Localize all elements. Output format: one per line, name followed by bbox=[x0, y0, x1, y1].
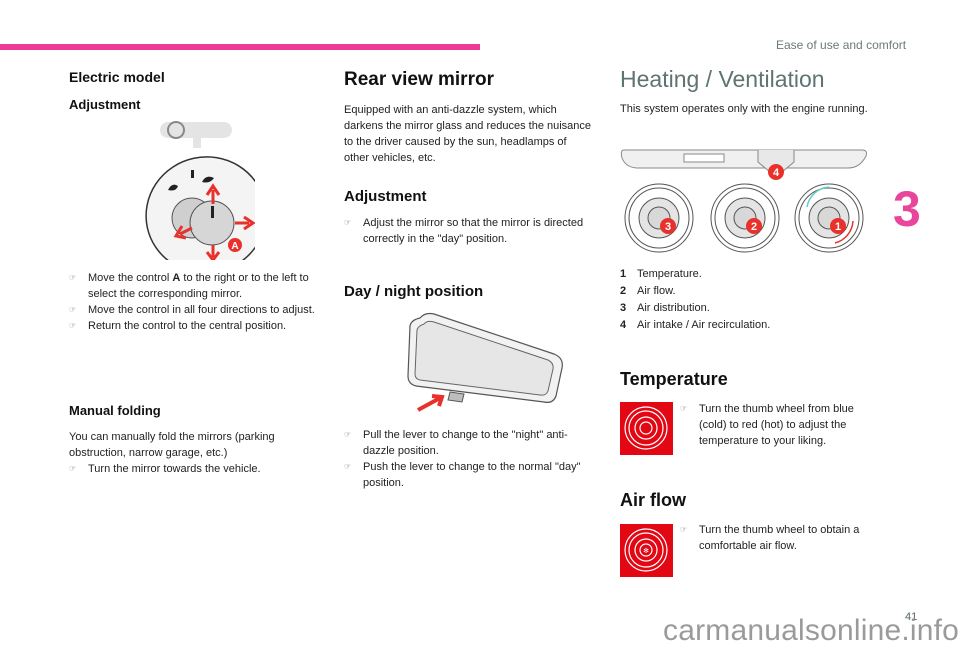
bullet-item: ☞ Move the control A to the right or to … bbox=[69, 272, 309, 300]
bullet-item: ☞ Push the lever to change to the normal… bbox=[344, 461, 581, 489]
callout-2 bbox=[746, 218, 762, 234]
section-title: Ease of use and comfort bbox=[776, 38, 907, 52]
heating-ventilation-title: Heating / Ventilation bbox=[620, 66, 825, 92]
bullet-item: ☞ Adjust the mirror so that the mirror i… bbox=[344, 217, 584, 245]
temperature-instruction: ☞ Turn the thumb wheel from blue (cold) … bbox=[680, 401, 880, 449]
manual-folding-title: Manual folding bbox=[69, 403, 161, 418]
svg-text:3: 3 bbox=[665, 221, 671, 233]
pointing-hand-icon: ☞ bbox=[344, 462, 352, 471]
day-night-title: Day / night position bbox=[344, 283, 484, 300]
pointing-hand-icon: ☞ bbox=[69, 273, 77, 282]
callout-1 bbox=[830, 218, 846, 234]
bullet-item: ☞ Turn the mirror towards the vehicle. bbox=[69, 463, 261, 475]
bullet-item: ☞ Move the control in all four direction… bbox=[69, 304, 315, 316]
heating-ventilation-intro: This system operates only with the engin… bbox=[620, 103, 868, 115]
chapter-number: 3 bbox=[893, 181, 921, 237]
manual-folding-section: Manual folding You can manually fold the… bbox=[69, 403, 324, 477]
pointing-hand-icon: ☞ bbox=[680, 404, 688, 413]
rear-mirror-adjustment-title: Adjustment bbox=[344, 188, 427, 205]
air-flow-instruction: ☞ Turn the thumb wheel to obtain a comfo… bbox=[680, 522, 880, 554]
mirror-control-illustration: A bbox=[145, 121, 255, 260]
bullet-item: ☞ Return the control to the central posi… bbox=[69, 320, 287, 332]
bullet-item: ☞ Pull the lever to change to the "night… bbox=[344, 429, 568, 457]
air-flow-title: Air flow bbox=[620, 490, 686, 510]
pointing-hand-icon: ☞ bbox=[69, 321, 77, 330]
air-flow-wheel-icon: ✻ bbox=[620, 524, 673, 577]
electric-model-title: Electric model bbox=[69, 69, 165, 85]
rear-view-mirror-section: Rear view mirror Equipped with an anti-d… bbox=[344, 69, 594, 300]
pointing-hand-icon: ☞ bbox=[344, 430, 352, 439]
electric-model-section: Electric model Adjustment bbox=[69, 69, 319, 112]
callout-4 bbox=[768, 164, 784, 180]
bullet-item: ☞ Turn the thumb wheel from blue (cold) … bbox=[680, 403, 854, 447]
pointing-hand-icon: ☞ bbox=[680, 525, 688, 534]
pointing-hand-icon: ☞ bbox=[69, 464, 77, 473]
header-accent-bar bbox=[0, 44, 480, 50]
pointing-hand-icon: ☞ bbox=[344, 218, 352, 227]
watermark-link[interactable]: carmanualsonline.info bbox=[663, 614, 960, 647]
svg-text:1: 1 bbox=[835, 221, 841, 233]
svg-text:✻: ✻ bbox=[643, 547, 649, 555]
manual-folding-text: You can manually fold the mirrors (parki… bbox=[69, 431, 275, 459]
rear-view-mirror-title: Rear view mirror bbox=[344, 69, 494, 90]
adjustment-title: Adjustment bbox=[69, 97, 141, 112]
rear-view-mirror-intro: Equipped with an anti-dazzle system, whi… bbox=[344, 104, 592, 164]
svg-text:2: 2 bbox=[751, 221, 757, 233]
day-night-instructions: ☞ Pull the lever to change to the "night… bbox=[344, 427, 594, 491]
heating-controls-illustration: 3 2 1 4 bbox=[620, 149, 867, 253]
pointing-hand-icon: ☞ bbox=[69, 305, 77, 314]
callout-3 bbox=[660, 218, 676, 234]
rear-view-mirror-illustration bbox=[407, 312, 563, 412]
heating-ventilation-section: Heating / Ventilation This system operat… bbox=[620, 66, 880, 117]
page-number: 41 bbox=[905, 611, 918, 623]
temperature-wheel-icon bbox=[620, 402, 673, 455]
adjustment-instructions: ☞ Move the control A to the right or to … bbox=[69, 270, 324, 334]
figure-label-a: A bbox=[231, 241, 238, 252]
temperature-title: Temperature bbox=[620, 369, 728, 389]
bullet-item: ☞ Turn the thumb wheel to obtain a comfo… bbox=[680, 524, 860, 552]
svg-text:4: 4 bbox=[773, 167, 780, 179]
